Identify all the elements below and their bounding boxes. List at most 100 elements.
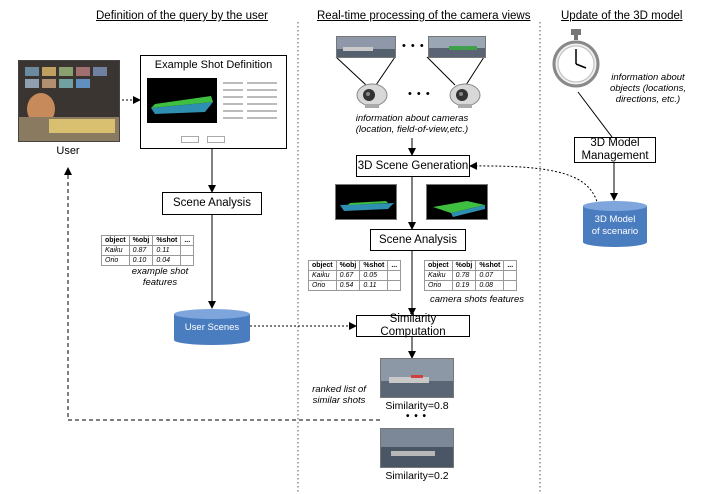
- arrow-model-to-generation: [469, 161, 599, 206]
- result-shot-1-image: [381, 359, 453, 397]
- stopwatch-shape: [552, 29, 600, 88]
- camera-icon-shape: [449, 83, 481, 108]
- table-cell: %shot: [359, 260, 389, 271]
- model-management-line2: Management: [581, 150, 649, 162]
- table-cell: 0.67: [335, 270, 361, 281]
- table-cell: [180, 245, 195, 256]
- table-cell: 0.87: [128, 245, 154, 256]
- camera-icon: [355, 82, 389, 113]
- camera-view-1: [336, 36, 396, 58]
- table-cell: 0.05: [359, 270, 389, 281]
- table-cell: ...: [503, 260, 518, 271]
- table-header-row: object%obj%shot...: [101, 235, 195, 246]
- similarity-computation-box: Similarity Computation: [356, 313, 470, 338]
- table-cell: Orio: [101, 255, 130, 266]
- table-cell: [503, 270, 518, 281]
- table-cell: object: [308, 260, 337, 271]
- table-header-row: object%obj%shot...: [308, 260, 402, 271]
- objects-info-note-line2: objects (locations,: [609, 83, 687, 94]
- table-cell: object: [101, 235, 130, 246]
- table-cell: 0.54: [335, 280, 361, 291]
- example-shot-ok-button[interactable]: [181, 136, 199, 143]
- results-ellipsis: • • •: [406, 411, 428, 422]
- table-cell: [180, 255, 195, 266]
- ranked-list-note-line1: ranked list of: [312, 384, 366, 395]
- objects-info-note-line1: information about: [611, 72, 685, 83]
- example-shot-title: Example Shot Definition: [154, 59, 273, 71]
- user-scenes-label: User Scenes: [184, 322, 240, 333]
- example-shot-cancel-button[interactable]: [207, 136, 225, 143]
- cameras-ellipsis-bottom: • • •: [408, 88, 431, 100]
- line-stopwatch-to-management: [577, 91, 613, 138]
- result-shot-1[interactable]: [380, 358, 454, 398]
- table-cell: Kaiku: [101, 245, 130, 256]
- table-cell: 0.08: [475, 280, 505, 291]
- control-room-illustration: [19, 61, 119, 141]
- table-header-row: object%obj%shot...: [424, 260, 518, 271]
- model-scenario-label: 3D Model of scenario: [582, 214, 648, 238]
- table-cell: 0.11: [152, 245, 182, 256]
- user-scenes-cylinder: User Scenes: [173, 308, 251, 346]
- table-cell: 0.04: [152, 255, 182, 266]
- model-management-box: 3D Model Management: [574, 137, 656, 163]
- table-cell: Kaiku: [308, 270, 337, 281]
- header-3d-model-update: Update of the 3D model: [561, 10, 683, 22]
- control-room-photo: [18, 60, 120, 142]
- arrow-results-to-user: [64, 167, 380, 421]
- fan-line: [465, 56, 485, 86]
- ranked-list-note: ranked list of similar shots: [304, 384, 374, 406]
- cameras-info-note: information about cameras (location, fie…: [340, 113, 484, 135]
- table-cell: Orio: [424, 280, 453, 291]
- result-shot-2[interactable]: [380, 428, 454, 468]
- header-query-definition: Definition of the query by the user: [96, 10, 268, 22]
- table-cell: %obj: [128, 235, 154, 246]
- table-cell: 0.11: [359, 280, 389, 291]
- model-scenario-cylinder: 3D Model of scenario: [582, 200, 648, 248]
- user-scenes-cylinder-shape: [174, 309, 250, 345]
- header-realtime-processing: Real-time processing of the camera views: [317, 10, 531, 22]
- table-cell: 0.10: [128, 255, 154, 266]
- result-shot-2-image: [381, 429, 453, 467]
- example-shot-definition-box: Example Shot Definition: [140, 55, 287, 149]
- camera-view-2-image: [429, 37, 485, 57]
- table-cell: 0.07: [475, 270, 505, 281]
- table-cell: Orio: [308, 280, 337, 291]
- boat-preview: [151, 96, 213, 114]
- table-cell: ...: [387, 260, 402, 271]
- fan-line: [335, 56, 367, 86]
- model-scenario-cylinder-shape: [583, 201, 647, 247]
- example-features-note-line2: features: [142, 277, 178, 288]
- model-scenario-label-line2: of scenario: [591, 226, 639, 237]
- table-cell: %shot: [152, 235, 182, 246]
- camera-icon-shape: [356, 83, 388, 108]
- table-cell: object: [424, 260, 453, 271]
- table-cell: %obj: [335, 260, 361, 271]
- stopwatch-icon: [550, 28, 602, 99]
- user-label: User: [56, 145, 80, 157]
- generated-view-1: [335, 184, 397, 220]
- result-1-similarity: Similarity=0.8: [385, 400, 449, 412]
- objects-info-note: information about objects (locations, di…: [598, 72, 698, 105]
- example-shot-controls: [223, 80, 281, 122]
- table-cell: [387, 270, 402, 281]
- table-cell: 0.78: [451, 270, 477, 281]
- table-cell: [503, 280, 518, 291]
- objects-info-note-line3: directions, etc.): [615, 94, 681, 105]
- table-cell: ...: [180, 235, 195, 246]
- camera-features-note: camera shots features: [430, 294, 524, 305]
- generated-view-1-image: [340, 201, 394, 211]
- example-shot-preview: [147, 78, 217, 123]
- camera-icon: [448, 82, 482, 113]
- controls-illustration: [223, 82, 277, 119]
- scene-generation-box: 3D Scene Generation: [356, 155, 470, 177]
- scene-analysis-mid-box: Scene Analysis: [370, 229, 466, 251]
- camera-view-1-image: [337, 37, 395, 57]
